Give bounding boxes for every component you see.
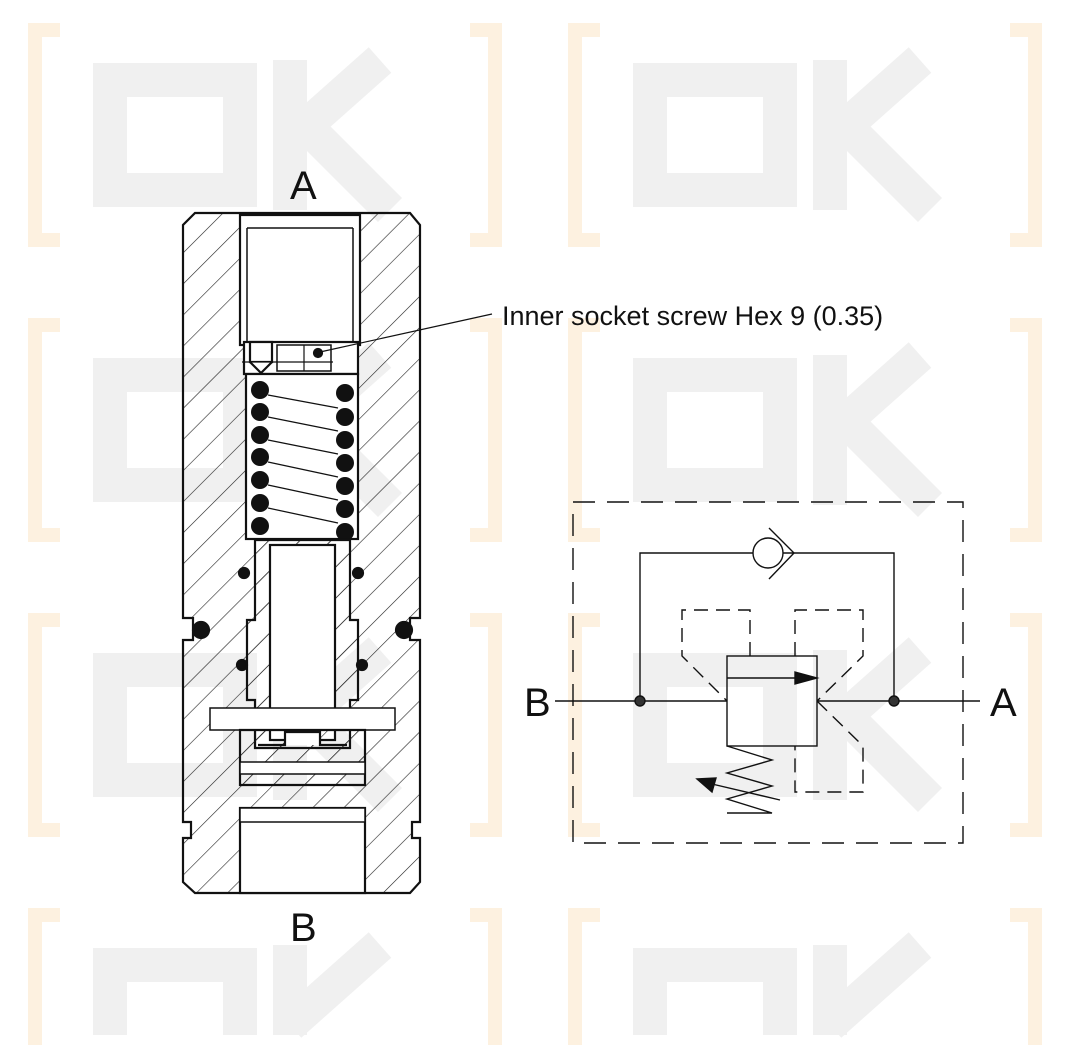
port-label-b-bottom: B [290, 906, 317, 950]
hydraulic-symbol [555, 501, 980, 844]
spring-coils [251, 381, 354, 541]
symbol-enclosure [572, 501, 964, 844]
port-label-a-top: A [290, 164, 317, 208]
junction-dot [634, 695, 646, 707]
symbol-port-label-a: A [990, 681, 1017, 725]
check-valve-ball [752, 537, 784, 569]
watermark-tiles [35, 30, 1035, 1045]
junction-dot [888, 695, 900, 707]
symbol-port-label-b: B [524, 681, 551, 725]
hex-socket-screw [242, 340, 360, 376]
callout-leader-line [319, 313, 493, 353]
callout-label: Inner socket screw Hex 9 (0.35) [502, 301, 884, 331]
spring-symbol [724, 745, 775, 814]
valve-cross-section [181, 211, 422, 895]
